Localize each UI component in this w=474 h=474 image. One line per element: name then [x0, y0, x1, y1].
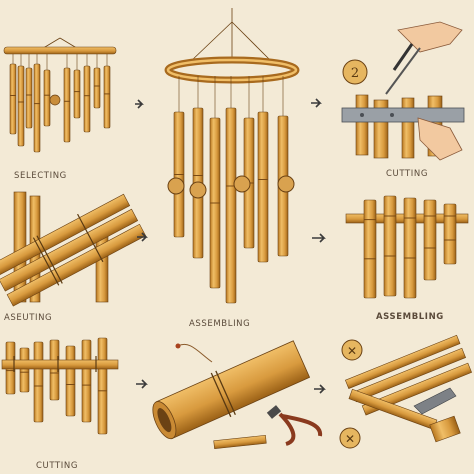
- label-selecting: SELECTING: [14, 171, 67, 181]
- hand-top: [397, 21, 463, 53]
- bamboo-tube: [81, 339, 92, 423]
- bamboo-tube: [33, 63, 41, 153]
- strikers: [167, 175, 295, 199]
- bamboo-tube: [103, 65, 111, 129]
- pliers-icon: [266, 405, 323, 446]
- bamboo-tube: [423, 199, 437, 281]
- bamboo-tube: [17, 65, 25, 147]
- close-icon: [339, 427, 361, 449]
- panel-large-chime: [164, 8, 300, 304]
- bamboo-tube: [225, 107, 237, 304]
- close-icon: [341, 339, 363, 361]
- label-cutting-bottom: CUTTING: [36, 461, 78, 471]
- bamboo-tube: [65, 345, 76, 417]
- arrow-right-icon: [135, 99, 144, 109]
- bamboo-tube: [257, 111, 269, 263]
- label-aseuting: ASEUTING: [4, 313, 52, 323]
- arrow-right-icon: [311, 98, 322, 108]
- panel-cutting-top: 2: [341, 21, 465, 161]
- arrow-right-icon: [314, 384, 326, 394]
- arrow-right-icon: [312, 233, 326, 243]
- bamboo-tube: [383, 195, 397, 297]
- bamboo-tube: [19, 347, 30, 393]
- bamboo-tube: [73, 69, 81, 119]
- chime-tubes: [9, 54, 111, 153]
- metal-clamp: [341, 107, 465, 123]
- striker: [49, 94, 61, 106]
- label-cutting-top: CUTTING: [386, 169, 428, 179]
- panel-tube-rack: [345, 195, 469, 299]
- arrow-right-icon: [136, 379, 148, 389]
- panel-bound-poles: [0, 191, 147, 307]
- bamboo-tube: [97, 337, 108, 435]
- bamboo-tube: [63, 67, 71, 143]
- step-arrows: [135, 98, 326, 394]
- panel-small-chime: [3, 37, 117, 153]
- bamboo-tube: [363, 199, 377, 299]
- step-number: 2: [351, 66, 359, 81]
- knife-icon: [413, 387, 457, 415]
- panel-assembly-pieces: ✕ ✕: [339, 334, 473, 449]
- bamboo-tube: [83, 65, 91, 133]
- bamboo-tube: [9, 63, 17, 135]
- fence-tubes: [5, 337, 108, 435]
- knife-blade: [385, 47, 421, 95]
- rack-tubes: [363, 195, 457, 299]
- svg-text:✕: ✕: [345, 432, 355, 446]
- arrow-right-icon: [137, 232, 148, 242]
- label-assembling-right: ASSEMBLING: [376, 312, 444, 322]
- bamboo-tube: [43, 69, 51, 127]
- bamboo-tube: [25, 67, 33, 129]
- hanging-bar: [3, 46, 117, 55]
- bamboo-tube: [403, 197, 417, 299]
- bamboo-tube: [93, 67, 101, 109]
- label-assembling-mid: ASSEMBLING: [189, 319, 250, 329]
- svg-text:✕: ✕: [347, 344, 357, 358]
- bamboo-tube: [49, 339, 60, 401]
- chime-tubes: [173, 76, 289, 304]
- fence-rail: [1, 359, 119, 370]
- bamboo-tube: [33, 341, 44, 423]
- panel-tube-and-pliers: [152, 340, 323, 450]
- bamboo-tube: [443, 203, 457, 265]
- hand-bottom: [417, 117, 463, 161]
- step-number-badge: [342, 59, 368, 85]
- panel-tube-fence: [1, 337, 119, 435]
